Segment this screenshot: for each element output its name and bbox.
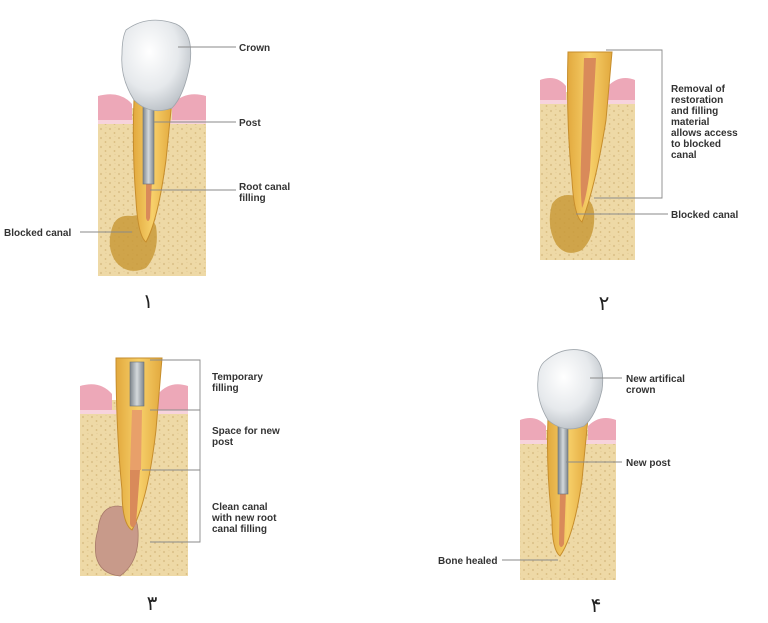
temporary-filling	[129, 361, 145, 407]
new-artificial-crown	[537, 349, 604, 430]
root-canal-filling	[559, 490, 566, 547]
new-post	[557, 423, 569, 495]
label-new-post: New post	[626, 458, 671, 469]
label-post: Post	[239, 118, 261, 129]
label-crown: Crown	[239, 43, 270, 54]
gum	[158, 384, 188, 414]
panel-number: ۴	[591, 593, 602, 617]
post	[142, 105, 155, 185]
gum	[608, 78, 635, 104]
gum	[520, 418, 546, 444]
emptied-canal	[580, 58, 596, 208]
crown	[121, 19, 192, 112]
space-for-new-post	[130, 410, 142, 470]
panel-number: ۳	[147, 591, 158, 615]
label-blocked-canal: Blocked canal	[4, 228, 71, 239]
label-blocked-canal: Blocked canal	[671, 210, 738, 221]
new-root-canal-filling	[130, 470, 140, 527]
gum	[540, 78, 566, 104]
label-bone-healed: Bone healed	[438, 556, 497, 567]
gum	[588, 418, 616, 444]
panel-number: ۱	[143, 289, 154, 313]
gum	[80, 384, 112, 414]
gum	[98, 94, 132, 124]
gum	[172, 94, 206, 124]
panel-number: ۲	[599, 291, 610, 315]
